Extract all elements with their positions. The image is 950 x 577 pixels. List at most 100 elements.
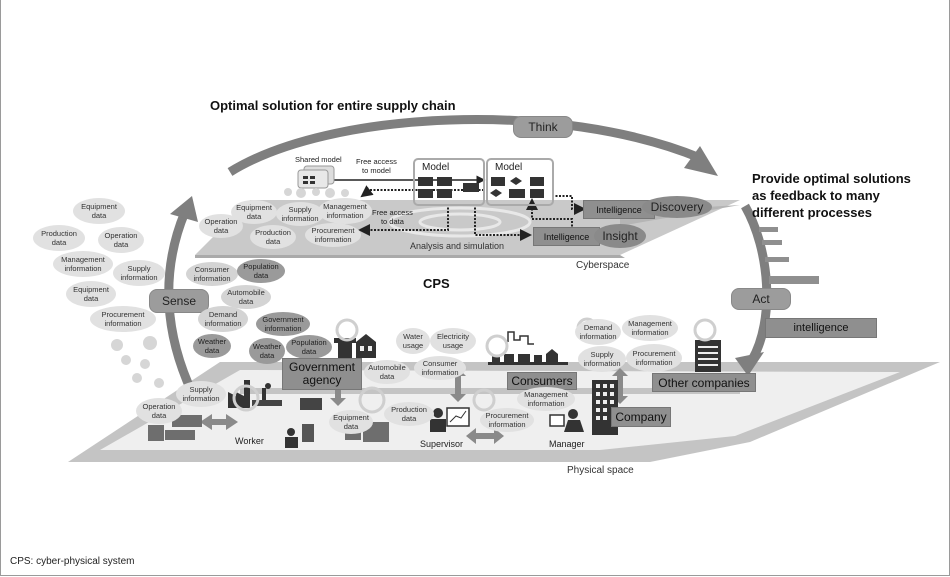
machine-blocks	[148, 415, 389, 442]
other-companies-building-icon	[695, 340, 721, 372]
bubble-line: Equipment	[81, 202, 117, 211]
bubble-line: Equipment	[333, 413, 369, 422]
feedback-title: Provide optimal solutions as feedback to…	[752, 170, 911, 221]
bubble-line: Water	[403, 332, 423, 341]
bubble-line: Automobile	[227, 288, 265, 297]
bubble-line: Weather	[252, 342, 282, 351]
government-agency-label: Government agency	[282, 358, 362, 390]
label-line: to data	[380, 217, 404, 226]
bubble-line: Demand	[208, 310, 238, 319]
bubble-line: Supply	[189, 385, 213, 394]
bubble-line: information	[314, 235, 352, 244]
analysis-simulation-label: Analysis and simulation	[410, 241, 505, 251]
act-intelligence-output: intelligence	[765, 318, 877, 338]
bubble-line: information	[583, 359, 621, 368]
bubble-line: Production	[255, 228, 291, 237]
bubble-line: Operation	[204, 217, 238, 226]
bubble-line: data	[51, 238, 67, 247]
discovery-ellipse: Discovery	[642, 196, 712, 218]
intelligence-insight-tag: Intelligence	[533, 227, 600, 246]
bubble-line: Electricity	[436, 332, 470, 341]
bubble-line: Procurement	[485, 411, 529, 420]
model-box-label: Model	[495, 162, 523, 173]
insight-ellipse: Insight	[594, 224, 646, 248]
manager-label: Manager	[549, 439, 585, 449]
feedback-title-line: Provide optimal solutions	[752, 171, 911, 186]
bubble-line: Consumer	[422, 359, 458, 368]
supervisor-icon	[430, 407, 470, 432]
think-label: Think	[513, 116, 573, 138]
bubble-line: Government	[262, 315, 304, 324]
label-line: agency	[302, 373, 342, 387]
bubble-line: data	[151, 411, 167, 420]
bubble-line: information	[527, 399, 565, 408]
bubble-line: Population	[291, 338, 327, 347]
bubble-line: data	[213, 226, 229, 235]
bubble-line: information	[64, 264, 102, 273]
model-box-1: Model	[413, 158, 485, 206]
bubble-line: Procurement	[632, 349, 676, 358]
bubble-line: data	[253, 271, 269, 280]
feedback-loops	[232, 317, 717, 414]
analysis-swirl	[388, 206, 532, 238]
label-line: to model	[362, 166, 391, 175]
supervisor-label: Supervisor	[420, 439, 464, 449]
bubble-line: Supply	[288, 205, 312, 214]
bubble-line: Management	[323, 202, 367, 211]
act-label: Act	[731, 288, 791, 310]
label-line: Free access	[372, 208, 413, 217]
bubble-line: Management	[61, 255, 105, 264]
shared-model-label: Shared model	[295, 155, 342, 164]
bubble-line: information	[264, 324, 302, 333]
bubble-line: Equipment	[73, 285, 109, 294]
bubble-line: data	[401, 414, 417, 423]
worker-person-icon	[285, 424, 314, 448]
bubble-line: information	[326, 211, 364, 220]
bubble-line: Supply	[590, 350, 614, 359]
bubble-line: data	[246, 212, 262, 221]
data-dots	[111, 188, 349, 388]
free-access-model-label: Free access to model	[356, 157, 397, 175]
bubble-line: Automobile	[368, 363, 406, 372]
bubble-line: usage	[442, 341, 464, 350]
label-line: Government	[288, 360, 356, 374]
bubble-line: Procurement	[101, 310, 145, 319]
physical-space-label: Physical space	[567, 465, 634, 476]
consumers-town-icon	[488, 331, 568, 365]
model-box-label: Model	[422, 162, 450, 173]
bubble-line: Demand	[583, 323, 613, 332]
bubble-line: usage	[402, 341, 424, 350]
shared-model-icon	[297, 165, 335, 189]
output-bar	[762, 240, 782, 245]
free-access-data-label: Free access to data	[372, 208, 413, 226]
company-label: Company	[611, 407, 671, 427]
output-bar	[759, 227, 778, 232]
bubble-line: information	[281, 214, 319, 223]
sense-label: Sense	[149, 289, 209, 313]
bubble-line: data	[204, 346, 220, 355]
bubble-line: data	[83, 294, 99, 303]
think-arrow	[227, 115, 702, 176]
